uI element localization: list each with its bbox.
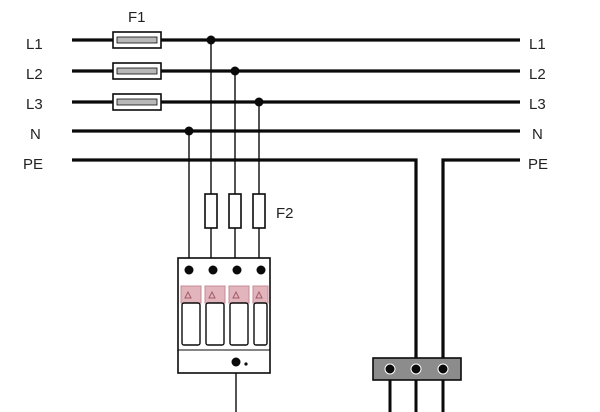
spd-module-4 bbox=[253, 302, 268, 346]
earthing-terminal-bar bbox=[372, 357, 462, 381]
junction-dots bbox=[184, 35, 264, 136]
label-left-pe: PE bbox=[23, 156, 43, 173]
label-left-l2: L2 bbox=[26, 66, 43, 83]
fuse-f2-l2 bbox=[228, 193, 242, 229]
spd-terminal-l2 bbox=[232, 265, 242, 275]
spd-module-2 bbox=[205, 302, 225, 346]
label-right-l3: L3 bbox=[529, 96, 546, 113]
label-left-l3: L3 bbox=[26, 96, 43, 113]
spd-module-1 bbox=[181, 302, 201, 346]
spd-terminal-l3 bbox=[256, 265, 266, 275]
spd-terminal-pe bbox=[231, 357, 241, 367]
spd-terminal-n bbox=[184, 265, 194, 275]
spd-status-window-3 bbox=[228, 285, 250, 304]
label-left-n: N bbox=[30, 126, 41, 143]
fuse-f2-l3 bbox=[252, 193, 266, 229]
junction-dot-l1 bbox=[206, 35, 216, 45]
spd-status-window-1 bbox=[180, 285, 202, 304]
spd-module-3 bbox=[229, 302, 249, 346]
label-fuse-group-f2: F2 bbox=[276, 205, 294, 222]
spd-terminal-l1 bbox=[208, 265, 218, 275]
spd-terminal-pe-marker bbox=[244, 362, 248, 366]
bus-line-pe bbox=[72, 158, 418, 368]
terminal-bar-screw-2 bbox=[410, 363, 422, 375]
label-right-l1: L1 bbox=[529, 36, 546, 53]
bus-line-pe-right bbox=[441, 158, 520, 368]
fuse-f1-l1 bbox=[112, 31, 162, 49]
fuse-f2-l1 bbox=[204, 193, 218, 229]
junction-dot-l2 bbox=[230, 66, 240, 76]
label-right-l2: L2 bbox=[529, 66, 546, 83]
label-left-l1: L1 bbox=[26, 36, 43, 53]
terminal-bar-screw-1 bbox=[384, 363, 396, 375]
junction-dot-l3 bbox=[254, 97, 264, 107]
terminal-bar-screw-3 bbox=[437, 363, 449, 375]
label-fuse-group-f1: F1 bbox=[128, 9, 146, 26]
line-fuses-f1 bbox=[112, 31, 162, 111]
spd-fuses-f2 bbox=[204, 193, 266, 229]
surge-protective-device bbox=[177, 257, 271, 374]
label-right-n: N bbox=[532, 126, 543, 143]
fuse-f1-l2 bbox=[112, 62, 162, 80]
fuse-f1-l3 bbox=[112, 93, 162, 111]
spd-indicator-marks bbox=[184, 290, 263, 299]
junction-dot-n bbox=[184, 126, 194, 136]
label-right-pe: PE bbox=[528, 156, 548, 173]
spd-status-window-2 bbox=[204, 285, 226, 304]
